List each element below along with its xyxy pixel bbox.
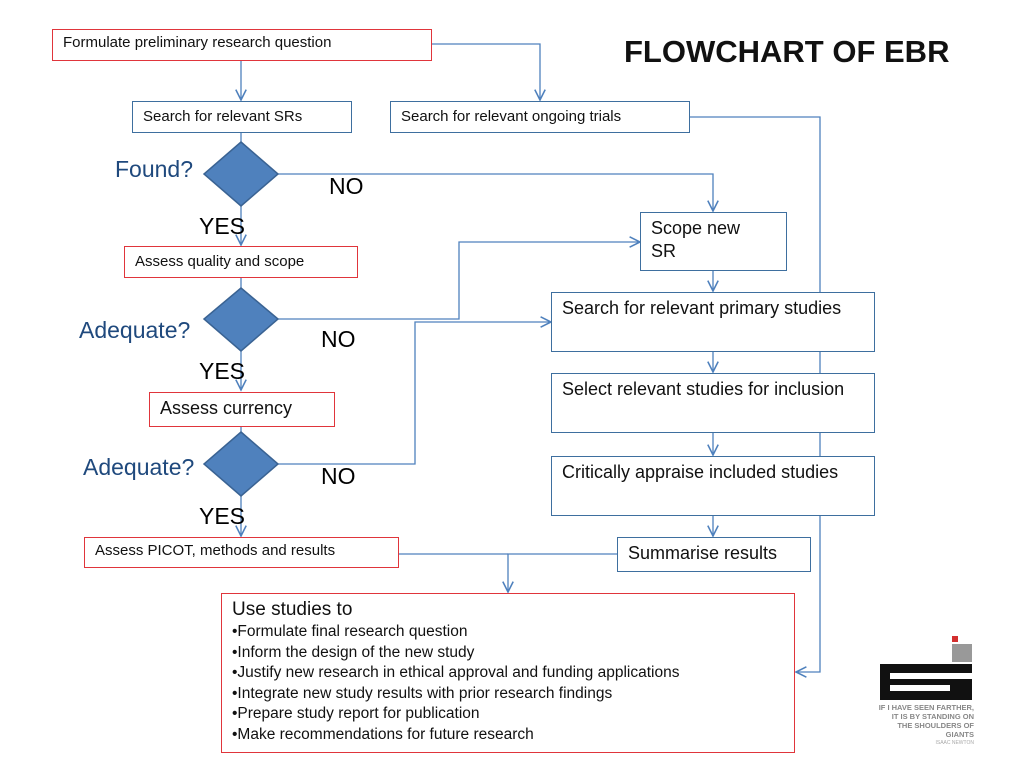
formulate-question-box: Formulate preliminary research question <box>52 29 432 61</box>
logo: IF I HAVE SEEN FARTHER, IT IS BY STANDIN… <box>876 636 974 764</box>
found-label: Found? <box>115 156 194 182</box>
logo-author: ISAAC NEWTON <box>935 740 974 746</box>
assess-picot-box: Assess PICOT, methods and results <box>84 537 399 568</box>
search-srs-box: Search for relevant SRs <box>132 101 352 133</box>
adequate-decision-diamond-2 <box>202 431 280 497</box>
yes-label: YES <box>199 358 246 384</box>
list-item: •Integrate new study results with prior … <box>232 684 613 702</box>
search-primary-box: Search for relevant primary studies <box>551 292 875 352</box>
use-studies-heading: Use studies to <box>232 599 353 620</box>
scope-new-sr-box: Scope new SR <box>640 212 787 271</box>
logo-mark <box>876 636 974 700</box>
adequate-decision-diamond-1 <box>202 287 280 352</box>
no-label: NO <box>321 463 356 489</box>
summarise-results-box: Summarise results <box>617 537 811 572</box>
no-label: NO <box>321 326 356 352</box>
search-trials-box: Search for relevant ongoing trials <box>390 101 690 133</box>
list-item: •Make recommendations for future researc… <box>232 725 534 743</box>
list-item: •Formulate final research question <box>232 623 468 640</box>
list-item: •Inform the design of the new study <box>232 643 475 661</box>
yes-label: YES <box>199 503 246 529</box>
assess-quality-box: Assess quality and scope <box>124 246 358 278</box>
found-decision-diamond <box>202 141 280 207</box>
list-item: •Prepare study report for publication <box>232 705 480 722</box>
adequate-label-2: Adequate? <box>83 454 195 480</box>
assess-currency-box: Assess currency <box>149 392 335 427</box>
use-studies-box: Use studies to •Formulate final research… <box>221 593 795 753</box>
no-label: NO <box>329 173 364 199</box>
page-title: FLOWCHART OF EBR <box>624 34 950 69</box>
logo-quote: IF I HAVE SEEN FARTHER, IT IS BY STANDIN… <box>878 703 974 739</box>
yes-label: YES <box>199 213 246 239</box>
adequate-label-1: Adequate? <box>79 317 191 343</box>
list-item: •Justify new research in ethical approva… <box>232 664 680 681</box>
select-studies-box: Select relevant studies for inclusion <box>551 373 875 433</box>
critically-appraise-box: Critically appraise included studies <box>551 456 875 516</box>
